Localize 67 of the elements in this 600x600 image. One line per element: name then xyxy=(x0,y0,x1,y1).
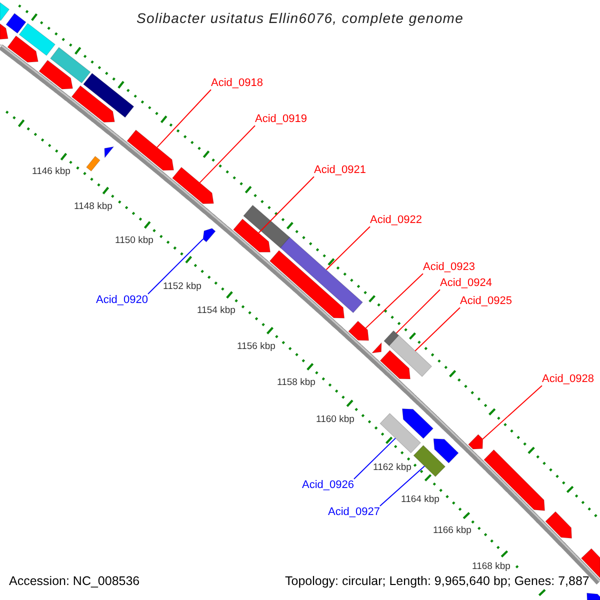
leader-line xyxy=(326,226,370,270)
gene-block xyxy=(82,72,134,118)
gene-block xyxy=(6,12,26,34)
scale-label: 1168 kbp xyxy=(472,562,510,572)
leader-line xyxy=(396,289,440,334)
gene-feature xyxy=(232,218,271,252)
scale-label: 1164 kbp xyxy=(401,494,440,506)
gene-feature xyxy=(468,434,484,450)
gene-block xyxy=(413,444,446,478)
gene-label: Acid_0928 xyxy=(542,373,594,386)
leader-line xyxy=(414,307,460,352)
gene-label: Acid_0921 xyxy=(314,164,366,177)
gene-feature xyxy=(348,320,370,341)
gene-feature xyxy=(104,146,114,158)
scale-label: 1156 kbp xyxy=(237,342,276,352)
gene-label: Acid_0922 xyxy=(370,214,422,227)
leader-line xyxy=(156,89,212,148)
genome-stats-text: Topology: circular; Length: 9,965,640 bp; Genes: 7,887 xyxy=(285,574,590,588)
leader-line xyxy=(380,466,425,506)
gene-label: Acid_0927 xyxy=(328,506,380,519)
gene-feature xyxy=(402,408,434,439)
gene-feature xyxy=(0,23,8,40)
scale-label: 1154 kbp xyxy=(197,306,236,316)
gene-feature xyxy=(172,166,214,204)
gene-feature xyxy=(202,228,216,242)
gene-label: Acid_0926 xyxy=(302,479,354,492)
leader-line xyxy=(148,238,204,294)
gene-label: Acid_0918 xyxy=(211,77,263,90)
leader-line xyxy=(354,438,396,480)
gene-label: Acid_0925 xyxy=(460,295,512,308)
scale-label: 1162 kbp xyxy=(373,462,412,474)
scale-label: 1148 kbp xyxy=(74,202,112,212)
scale-label: 1166 kbp xyxy=(433,526,472,536)
gene-feature xyxy=(484,449,546,511)
gene-feature xyxy=(126,130,174,171)
gene-block xyxy=(243,204,290,249)
gene-block xyxy=(280,236,364,314)
scale-label: 1152 kbp xyxy=(163,282,202,292)
accession-text: Accession: NC_008536 xyxy=(9,574,140,588)
scale-label: 1146 kbp xyxy=(32,166,70,178)
gene-feature xyxy=(269,250,345,318)
gene-feature xyxy=(7,35,38,63)
gene-feature xyxy=(545,511,572,539)
gene-feature xyxy=(372,342,382,354)
scale-label: 1160 kbp xyxy=(316,414,354,426)
gene-feature xyxy=(71,85,115,123)
gene-block xyxy=(18,22,56,56)
gene-label: Acid_0924 xyxy=(440,277,492,290)
leader-line xyxy=(258,176,314,234)
gene-label: Acid_0923 xyxy=(423,261,475,274)
leader-line xyxy=(199,125,256,184)
scale-label: 1150 kbp xyxy=(115,236,154,246)
leader-line xyxy=(482,385,542,440)
gene-feature xyxy=(38,60,74,90)
gene-feature xyxy=(586,592,600,600)
gene-block xyxy=(388,334,432,378)
scale-label: 1158 kbp xyxy=(277,378,316,388)
gene-feature xyxy=(433,438,459,464)
gene-block xyxy=(380,412,422,454)
gene-block xyxy=(86,156,100,172)
gene-feature xyxy=(380,350,411,380)
gene-block xyxy=(0,2,10,22)
gene-block xyxy=(50,46,91,84)
leader-line xyxy=(365,273,424,329)
diagram-title: Solibacter usitatus Ellin6076, complete genome xyxy=(136,10,464,26)
gene-label: Acid_0920 xyxy=(96,294,148,307)
gene-label: Acid_0919 xyxy=(255,113,307,126)
